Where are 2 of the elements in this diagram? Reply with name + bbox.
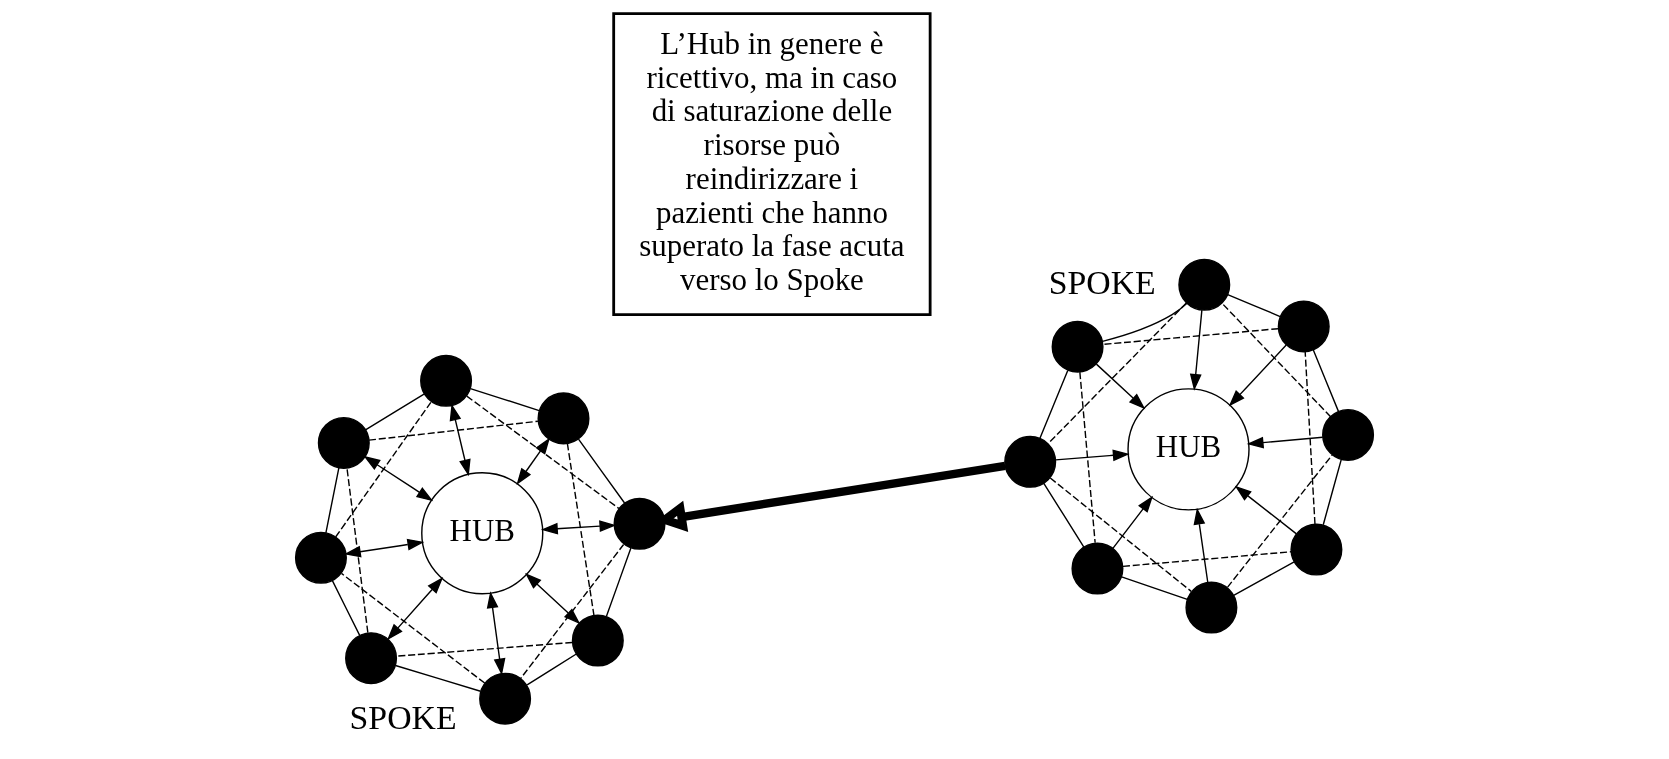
label: SPOKE	[1048, 263, 1156, 301]
label: SPOKE	[349, 698, 457, 736]
